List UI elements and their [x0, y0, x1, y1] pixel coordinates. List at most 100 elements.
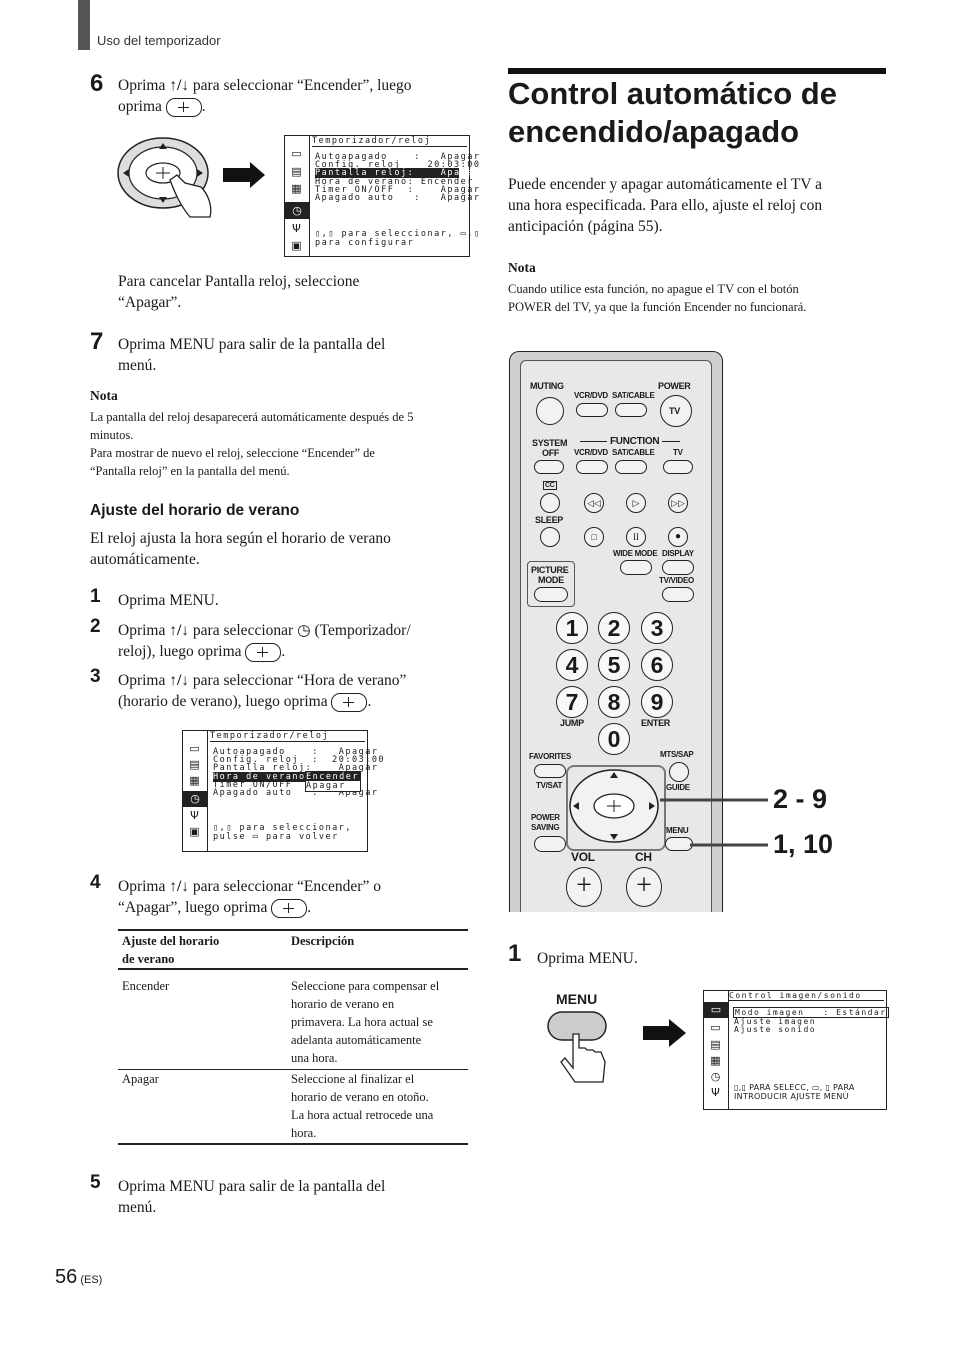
cc-button[interactable] [540, 493, 560, 513]
power-tv-button[interactable]: TV [660, 395, 692, 427]
power-label: POWER [658, 381, 691, 391]
osd-title: Temporizador/reloj [312, 136, 467, 147]
powersaving-button[interactable] [534, 836, 566, 852]
muting-label: MUTING [530, 381, 564, 391]
picture-label: PICTURE [531, 565, 569, 575]
step-7-text: Oprima MENU para salir de la pantalla de… [118, 336, 386, 374]
antenna-icon: Ψ [292, 222, 301, 235]
timer-icon: ◷ [297, 622, 311, 639]
remote-control: MUTING POWER TV VCR/DVD SAT/CABLE SYSTEM… [509, 351, 723, 912]
osd-screen-dst: ▭ ▤ ▦ ◷ Ψ ▣ Temporizador/reloj Autoapaga… [182, 730, 384, 852]
pause-button[interactable]: II [626, 527, 646, 547]
note-title: Nota [508, 260, 536, 275]
rewind-button[interactable]: ◁◁ [584, 493, 604, 513]
osd-row: Autoapagado : Apagar [315, 152, 481, 162]
osd-row: Apagado auto : Apagar [315, 193, 481, 203]
digit-0-button[interactable]: 0 [598, 723, 630, 755]
vcrdvd-label: VCR/DVD [574, 448, 608, 457]
widemode-button[interactable] [620, 560, 652, 575]
title-rule [508, 68, 886, 74]
joystick-button[interactable] [568, 767, 660, 845]
section-tab [78, 0, 90, 50]
mtssap-button[interactable] [669, 762, 689, 782]
sleep-button[interactable] [540, 527, 560, 547]
function-vcrdvd-button[interactable] [576, 460, 608, 474]
osd-row: Autoapagado : Apagar [213, 747, 379, 757]
channel-icon: ▦ [189, 774, 200, 787]
osd-row: Pantalla reloj: Apagar [213, 763, 379, 773]
digit-6-button[interactable]: 6 [641, 649, 673, 681]
digit-4-button[interactable]: 4 [556, 649, 588, 681]
table-cell: Encender [122, 979, 170, 993]
enter-icon [165, 97, 202, 117]
power-satcable-button[interactable] [615, 403, 647, 417]
section-label: Uso del temporizador [97, 33, 221, 48]
stop-button[interactable]: □ [584, 527, 604, 547]
muting-button[interactable] [536, 397, 564, 425]
table-rule [118, 968, 468, 970]
table-rule [118, 1069, 468, 1070]
power-vcrdvd-button[interactable] [576, 403, 608, 417]
cancel-note: Para cancelar Pantalla reloj, seleccione… [118, 273, 360, 311]
off-label: OFF [542, 448, 560, 458]
step-number: 2 [90, 616, 101, 637]
osd-title: Temporizador/reloj [210, 731, 365, 742]
display-button[interactable] [662, 560, 694, 575]
vcrdvd-label: VCR/DVD [574, 391, 608, 400]
osd-footer: ▯,▯ PARA SELECC, ▭, ▯ PARA [734, 1083, 855, 1092]
tvsat-label: TV/SAT [536, 781, 563, 790]
sound-icon: ▤ [710, 1038, 721, 1051]
favorites-button[interactable] [534, 764, 566, 778]
digit-9-button[interactable]: 9 [641, 686, 673, 718]
osd-row-selected: Pantalla reloj: Apagar [315, 168, 481, 178]
step-number: 1 [508, 940, 522, 967]
play-button[interactable]: ▷ [626, 493, 646, 513]
picture-icon: ▭ [189, 742, 200, 755]
sound-icon: ▤ [189, 758, 200, 771]
clock-icon: ◷ [710, 1070, 721, 1083]
forward-button[interactable]: ▷▷ [668, 493, 688, 513]
osd-row: Config. reloj : 20:03:00 [213, 755, 386, 765]
step-1-text: Oprima MENU. [118, 592, 219, 609]
function-satcable-button[interactable] [615, 460, 647, 474]
clock-icon: ◷ [183, 791, 207, 807]
digit-2-button[interactable]: 2 [598, 612, 630, 644]
system-off-button[interactable] [534, 460, 564, 474]
osd-footer: ▯,▯ para seleccionar, ▭,▯ [315, 229, 481, 239]
tv-label: TV [673, 448, 683, 457]
channel-icon: ▦ [710, 1054, 721, 1067]
system-label: SYSTEM [532, 438, 568, 448]
note-title: Nota [90, 388, 118, 403]
channel-rocker[interactable]: + [626, 867, 662, 907]
jump-label: JUMP [560, 718, 584, 728]
guide-label: GUIDE [666, 783, 690, 792]
note-text: Cuando utilice esta función, no apague e… [508, 282, 807, 314]
digit-5-button[interactable]: 5 [598, 649, 630, 681]
page-number: 56 (ES) [55, 1266, 103, 1288]
volume-rocker[interactable]: + [566, 867, 602, 907]
table-rule [118, 929, 468, 931]
function-tv-button[interactable] [663, 460, 693, 474]
right-step-1-text: Oprima MENU. [537, 950, 638, 967]
picture-mode-button[interactable] [534, 587, 568, 602]
tvvideo-button[interactable] [662, 587, 694, 602]
menu-press-illustration [547, 1011, 686, 1083]
step-number: 1 [90, 586, 101, 607]
digit-1-button[interactable]: 1 [556, 612, 588, 644]
tvvideo-label: TV/VIDEO [659, 576, 694, 585]
digit-7-button[interactable]: 7 [556, 686, 588, 718]
antenna-icon: Ψ [190, 809, 199, 822]
osd-screen-picture-sound: ▭ ▭ ▤ ▦ ◷ Ψ Control imagen/sonido Modo i… [703, 990, 889, 1110]
osd-screen-timer: ▭ ▤ ▦ ◷ Ψ ▣ Temporizador/reloj Autoapaga… [284, 135, 481, 257]
step-number: 7 [90, 328, 104, 355]
cc-label: CC [543, 481, 557, 490]
digit-3-button[interactable]: 3 [641, 612, 673, 644]
record-button[interactable]: ● [668, 527, 688, 547]
osd-row: Ajuste sonido [734, 1025, 817, 1034]
right-intro: Puede encender y apagar automáticamente … [508, 176, 823, 235]
digit-8-button[interactable]: 8 [598, 686, 630, 718]
step-2-text: Oprima ↑/↓ para seleccionar ◷ (Temporiza… [118, 622, 411, 662]
osd-row: Hora de verano: Encender [315, 177, 474, 187]
